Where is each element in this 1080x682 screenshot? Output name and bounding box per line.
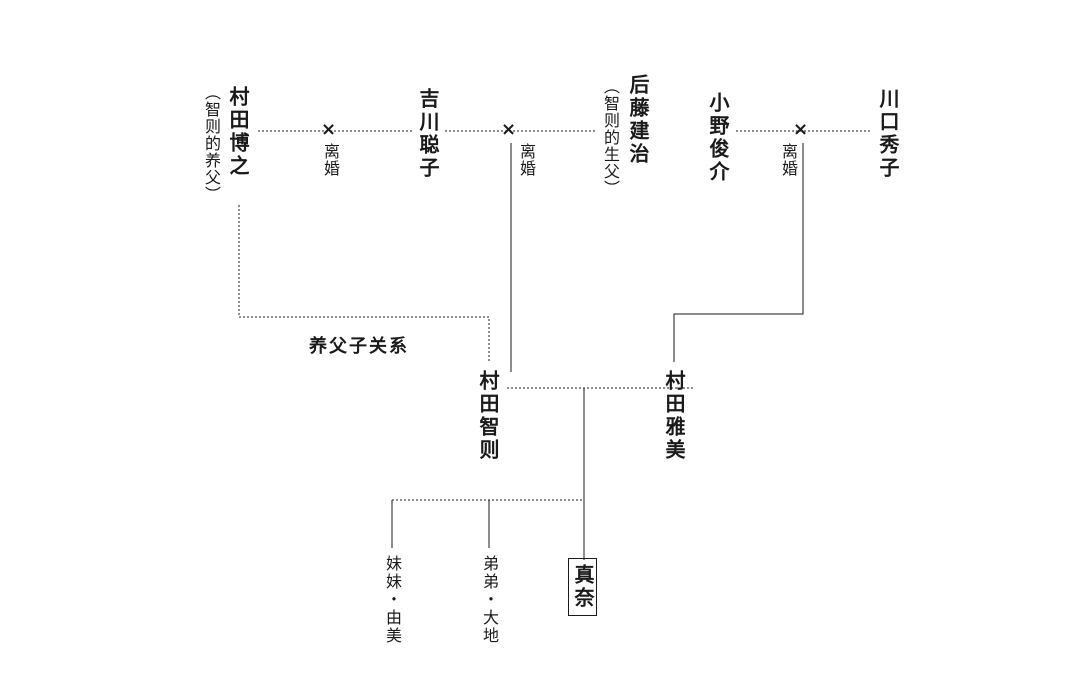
- divorce-mark-2: ×: [501, 119, 517, 140]
- person-sister: 妹妹・由美: [383, 555, 402, 645]
- person-masami: 村田雅美: [662, 370, 686, 462]
- birth-line-masami: [673, 143, 804, 362]
- divorce-label-3: 离婚: [779, 143, 798, 177]
- divorce-mark-3: ×: [793, 119, 809, 140]
- person-satoko: 吉川聪子: [416, 88, 440, 180]
- person-goto: 后藤建治: [626, 74, 650, 166]
- divorce-label-1: 离婚: [321, 143, 340, 177]
- person-mana: 真奈: [568, 558, 597, 616]
- person-kawaguchi: 川口秀子: [876, 88, 900, 180]
- note-hiroyuki: （智则的养父）: [202, 84, 221, 203]
- person-tomonori: 村田智则: [476, 370, 500, 462]
- person-brother: 弟弟・大地: [480, 555, 499, 645]
- adoption-line: [238, 205, 490, 362]
- adoption-label: 养父子关系: [309, 336, 409, 357]
- divorce-mark-1: ×: [321, 119, 337, 140]
- note-goto: （智则的生父）: [601, 78, 620, 197]
- divorce-label-2: 离婚: [517, 143, 536, 177]
- person-ono: 小野俊介: [706, 92, 730, 184]
- person-hiroyuki: 村田博之: [226, 86, 250, 178]
